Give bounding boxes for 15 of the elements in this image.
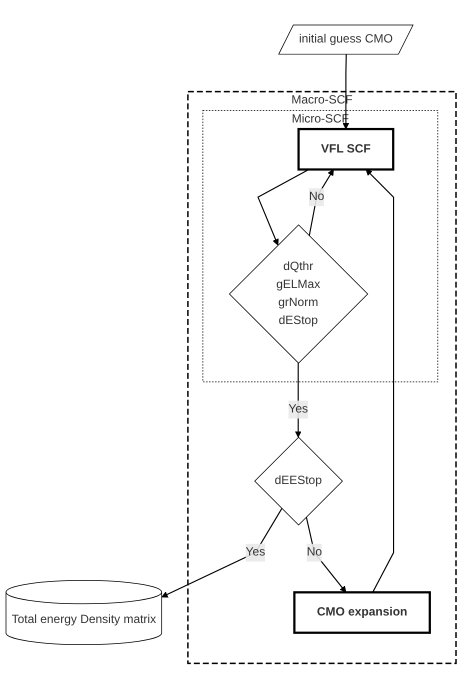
arrow [257,169,310,246]
arrow [161,508,282,598]
arrow [308,170,334,236]
node-box: VFL SCF [297,128,394,171]
node-box: CMO expansion [293,592,431,634]
edge-label: No [306,546,322,559]
node-diamond: dQthr gELMax grNorm dEStop [228,224,368,364]
arrow [366,170,394,593]
arrow [306,517,346,593]
edge-label: Yes [288,403,308,416]
arrow [294,363,302,438]
node-diamond: dEEStop [254,437,343,526]
arrow [342,54,350,130]
edge-label: No [308,190,324,204]
edge-label: Yes [246,546,266,559]
